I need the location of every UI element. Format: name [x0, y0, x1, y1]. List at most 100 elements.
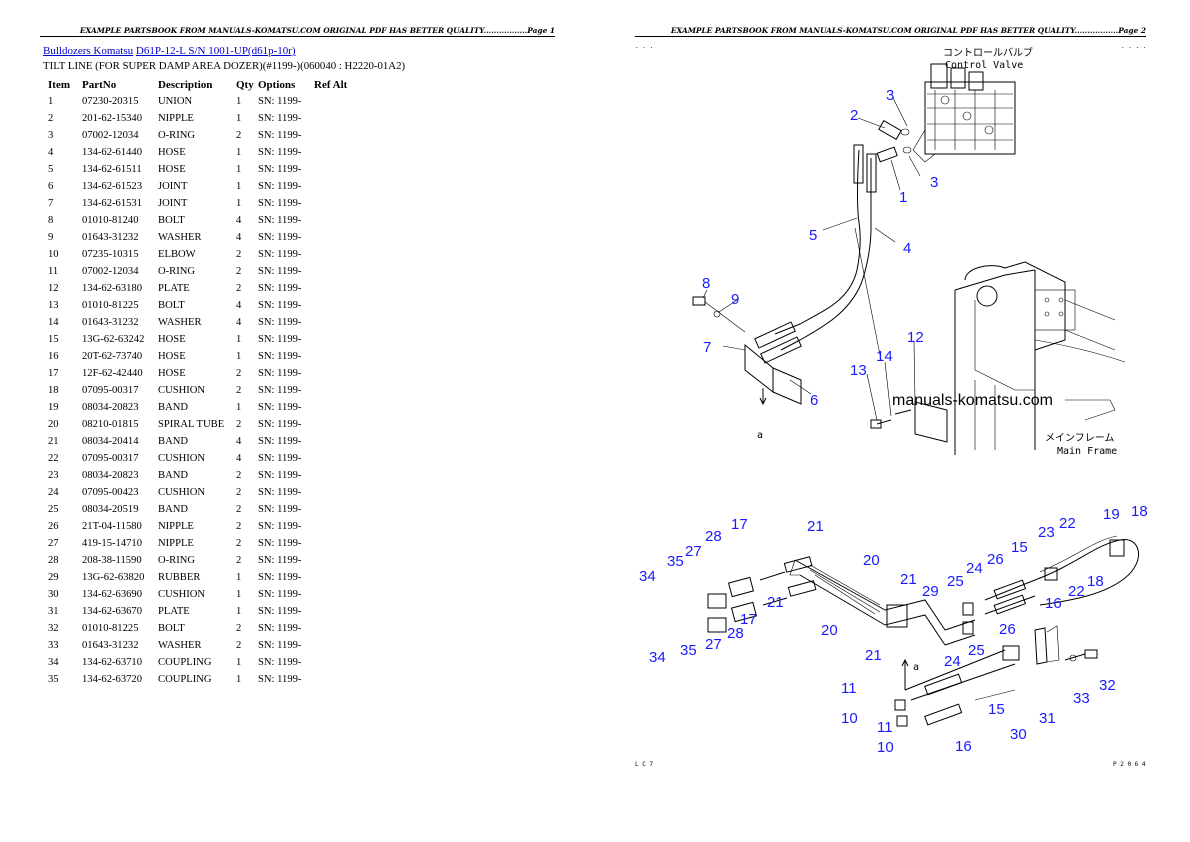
- cell-item: 23: [48, 470, 59, 481]
- cell-refalt: [314, 518, 354, 535]
- page-number: Page 1: [527, 26, 555, 35]
- cell-qty: 1: [236, 198, 242, 209]
- cell-item: 13: [48, 300, 59, 311]
- callout-10a: 10: [841, 710, 858, 727]
- cell-refalt: [314, 161, 354, 178]
- cell-qty: 1: [236, 147, 242, 158]
- cell-description: NIPPLE: [158, 521, 194, 532]
- cell-item: 11: [48, 266, 59, 277]
- cell-options: SN: 1199-: [258, 470, 302, 481]
- cell-partno: 01643-31232: [82, 317, 139, 328]
- cell-description: COUPLING: [158, 657, 212, 668]
- callout-17a: 17: [731, 516, 748, 533]
- cell-refalt: [314, 620, 354, 637]
- cell-options: SN: 1199-: [258, 181, 302, 192]
- callout-35a: 35: [667, 553, 684, 570]
- cell-description: NIPPLE: [158, 113, 194, 124]
- cell-description: CUSHION: [158, 589, 206, 600]
- cell-refalt: [314, 603, 354, 620]
- cell-refalt: [314, 178, 354, 195]
- callout-11b: 11: [877, 719, 893, 736]
- callout-7: 7: [703, 339, 711, 356]
- cell-item: 18: [48, 385, 59, 396]
- cell-qty: 1: [236, 334, 242, 345]
- cell-qty: 1: [236, 351, 242, 362]
- cell-partno: 07095-00317: [82, 385, 139, 396]
- cell-description: O-RING: [158, 266, 196, 277]
- col-header-partno: PartNo: [82, 78, 117, 91]
- control-valve-drawing: [912, 63, 1016, 163]
- callout-17b: 17: [740, 611, 757, 628]
- breadcrumb-link-bulldozers[interactable]: Bulldozers Komatsu: [43, 45, 134, 57]
- cell-options: SN: 1199-: [258, 453, 302, 464]
- cell-partno: 134-62-63180: [82, 283, 143, 294]
- corner-mark-bl: L C 7: [635, 761, 653, 768]
- cell-description: CUSHION: [158, 385, 206, 396]
- callout-9: 9: [731, 291, 739, 308]
- cell-refalt: [314, 144, 354, 161]
- cell-item: 9: [48, 232, 54, 243]
- cell-options: SN: 1199-: [258, 521, 302, 532]
- cell-qty: 2: [236, 623, 242, 634]
- cell-description: SPIRAL TUBE: [158, 419, 225, 430]
- cell-item: 21: [48, 436, 59, 447]
- cell-partno: 12F-62-42440: [82, 368, 143, 379]
- cell-item: 33: [48, 640, 59, 651]
- breadcrumb-link-model[interactable]: D61P-12-L S/N 1001-UP(d61p-10r): [135, 45, 296, 57]
- callout-3a: 3: [886, 87, 894, 104]
- cell-refalt: [314, 212, 354, 229]
- page-header-2: EXAMPLE PARTSBOOK FROM MANUALS-KOMATSU.C…: [635, 26, 1146, 37]
- callout-33: 33: [1073, 690, 1090, 707]
- cell-refalt: [314, 93, 354, 110]
- cell-options: SN: 1199-: [258, 334, 302, 345]
- cell-partno: 07235-10315: [82, 249, 139, 260]
- callout-21b: 21: [900, 571, 917, 588]
- cell-qty: 1: [236, 164, 242, 175]
- watermark-text: manuals-komatsu.com: [892, 392, 1053, 409]
- cell-partno: 13G-62-63242: [82, 334, 145, 345]
- cell-qty: 1: [236, 589, 242, 600]
- cell-partno: 13G-62-63820: [82, 572, 145, 583]
- callout-22b: 22: [1068, 583, 1085, 600]
- cell-partno: 01010-81240: [82, 215, 139, 226]
- col-header-options: Options: [258, 78, 296, 91]
- cell-qty: 2: [236, 368, 242, 379]
- cell-refalt: [314, 348, 354, 365]
- corner-mark-br: P 2 0 6 4: [1113, 761, 1146, 768]
- cell-options: SN: 1199-: [258, 555, 302, 566]
- cell-qty: 1: [236, 606, 242, 617]
- cell-item: 15: [48, 334, 59, 345]
- cell-item: 8: [48, 215, 54, 226]
- cell-partno: 21T-04-11580: [82, 521, 142, 532]
- cell-options: SN: 1199-: [258, 657, 302, 668]
- callout-leaders: [702, 97, 921, 421]
- main-frame-label-en: Main Frame: [1057, 446, 1117, 457]
- cell-item: 19: [48, 402, 59, 413]
- cell-partno: 07002-12034: [82, 130, 139, 141]
- cell-item: 34: [48, 657, 59, 668]
- callout-numbers: 3 2 3 1 5 4 8 9 7 6 12 14 13 17 21 20 28…: [639, 87, 1148, 756]
- page-header: EXAMPLE PARTSBOOK FROM MANUALS-KOMATSU.C…: [40, 26, 555, 37]
- cell-item: 26: [48, 521, 59, 532]
- callout-10b: 10: [877, 739, 894, 756]
- cell-item: 20: [48, 419, 59, 430]
- cell-partno: 08034-20519: [82, 504, 139, 515]
- cell-partno: 01010-81225: [82, 300, 139, 311]
- cell-item: 24: [48, 487, 59, 498]
- cell-refalt: [314, 671, 354, 688]
- cell-qty: 1: [236, 674, 242, 685]
- cell-options: SN: 1199-: [258, 130, 302, 141]
- cell-refalt: [314, 416, 354, 433]
